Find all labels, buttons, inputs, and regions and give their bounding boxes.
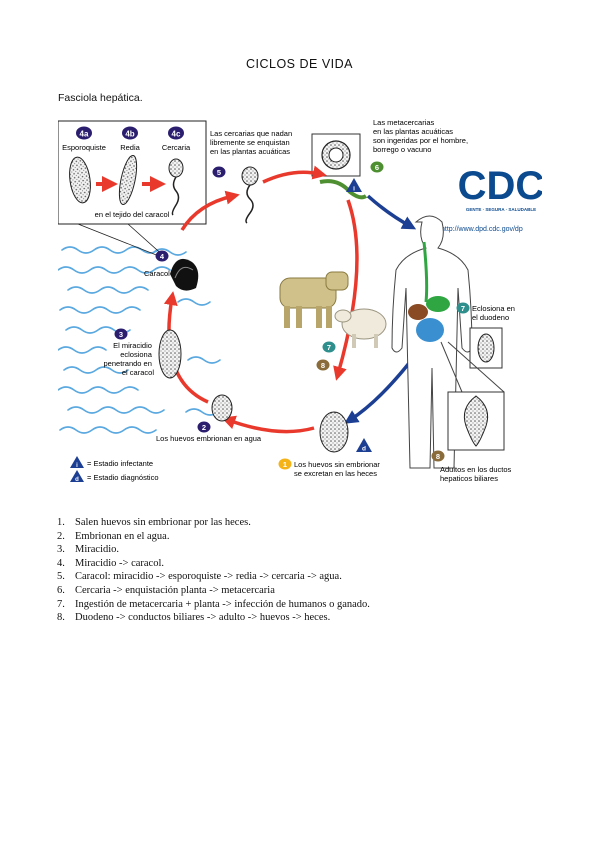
list-item: 7.Ingestión de metacercaria + planta -> … [57, 598, 370, 610]
stage-8-badge: 8 [431, 450, 445, 462]
svg-text:= Estadio diagnóstico: = Estadio diagnóstico [87, 473, 159, 482]
svg-text:4c: 4c [172, 130, 181, 139]
svg-text:4a: 4a [80, 130, 89, 139]
list-item: 4.Miracidio -> caracol. [57, 557, 165, 569]
cycle-arrows-blue [344, 194, 417, 424]
list-item: 8.Duodeno -> conductos biliares -> adult… [57, 612, 331, 624]
miracidium-image [158, 329, 182, 379]
free-cercaria-image [241, 166, 259, 224]
svg-text:4: 4 [160, 252, 165, 261]
stage-4a-badge: 4a [76, 126, 92, 140]
snail-label: Caracol [144, 269, 170, 278]
infective-stage-icon: i [346, 178, 362, 193]
redia-image [118, 155, 138, 205]
svg-text:i: i [76, 463, 78, 469]
list-item: 6.Cercaria -> enquistación planta -> met… [57, 584, 275, 596]
sheep-image [334, 308, 387, 348]
cdc-logo: CDC GENTE · SEGURA · SALUDABLE [458, 156, 544, 214]
legend-diagnostic: d = Estadio diagnóstico [70, 470, 159, 483]
stage-4-badge: 4 [155, 250, 169, 262]
list-item: 2.Embrionan en el agua. [57, 530, 170, 542]
stage-2-text: Los huevos embrionan en agua [156, 434, 262, 443]
cercaria-image [168, 158, 184, 216]
sporocyst-image [69, 156, 91, 204]
svg-text:GENTE · SEGURA · SALUDABLE: GENTE · SEGURA · SALUDABLE [466, 207, 536, 212]
stage-6-badge: 6 [370, 161, 384, 173]
stage-3-badge: 3 [114, 328, 128, 340]
stage-8-badge-left: 8 [316, 359, 330, 371]
embryonated-egg-image [211, 394, 233, 422]
svg-text:7: 7 [327, 343, 331, 352]
svg-text:i: i [353, 186, 355, 193]
stage-7-text: Eclosiona en el duodeno [472, 304, 517, 322]
stage-4c-badge: 4c [168, 126, 184, 140]
svg-text:d: d [362, 446, 366, 453]
diagnostic-stage-icon: d [356, 438, 372, 453]
steps-list: 1.Salen huevos sin embrionar por las hec… [57, 516, 370, 625]
box-footer: en el tejido del caracol [95, 210, 170, 219]
adult-fluke-image [440, 341, 505, 451]
life-cycle-diagram: 4a 4b 4c Esporoquiste Redia Cercaria en … [57, 112, 544, 490]
svg-text:5: 5 [217, 168, 221, 177]
stage-2-badge: 2 [197, 421, 211, 433]
svg-text:CDC: CDC [458, 164, 542, 208]
list-item: 1.Salen huevos sin embrionar por las hec… [57, 517, 251, 528]
svg-text:8: 8 [436, 452, 440, 461]
stage-6-text: Las metacercarias en las plantas acuátic… [373, 118, 470, 154]
legend-infective: i = Estadio infectante [70, 456, 153, 469]
page-subtitle: Fasciola hepática. [58, 92, 143, 104]
stage-3-text: El miracidio eclosiona penetrando en el … [104, 341, 155, 377]
svg-text:= Estadio infectante: = Estadio infectante [87, 459, 153, 468]
page-title: CICLOS DE VIDA [245, 57, 354, 71]
list-item: 3.Miracidio. [57, 544, 120, 556]
cow-image [279, 271, 349, 328]
svg-text:1: 1 [283, 460, 287, 469]
stage-4b-badge: 4b [122, 126, 138, 140]
svg-text:3: 3 [119, 330, 123, 339]
svg-text:8: 8 [321, 361, 325, 370]
svg-text:4b: 4b [125, 130, 134, 139]
svg-text:d: d [75, 477, 79, 483]
redia-label: Redia [120, 143, 140, 152]
stage-5-badge: 5 [212, 166, 226, 178]
cercaria-label: Cercaria [162, 143, 191, 152]
stage-1-badge: 1 [278, 458, 292, 470]
stage-7-badge-left: 7 [322, 341, 336, 353]
stage-1-text: Los huevos sin embrionar se excretan en … [294, 460, 382, 478]
svg-text:2: 2 [202, 423, 206, 432]
cdc-url: http://www.dpd.cdc.gov/dp [441, 226, 523, 233]
snail-image [170, 258, 199, 291]
stage-5-text: Las cercarias que nadan libremente se en… [210, 129, 294, 156]
svg-text:7: 7 [461, 304, 465, 313]
list-item: 5.Caracol: miracidio -> esporoquiste -> … [57, 571, 342, 583]
stage-7-badge: 7 [456, 302, 470, 314]
stage-8-text: Adultos en los ductos hepaticos biliares [440, 465, 513, 483]
duodenum-larva-image [469, 327, 503, 369]
unembryonated-egg-image [319, 411, 349, 453]
esporoquiste-label: Esporoquiste [62, 143, 106, 152]
svg-text:6: 6 [375, 163, 379, 172]
